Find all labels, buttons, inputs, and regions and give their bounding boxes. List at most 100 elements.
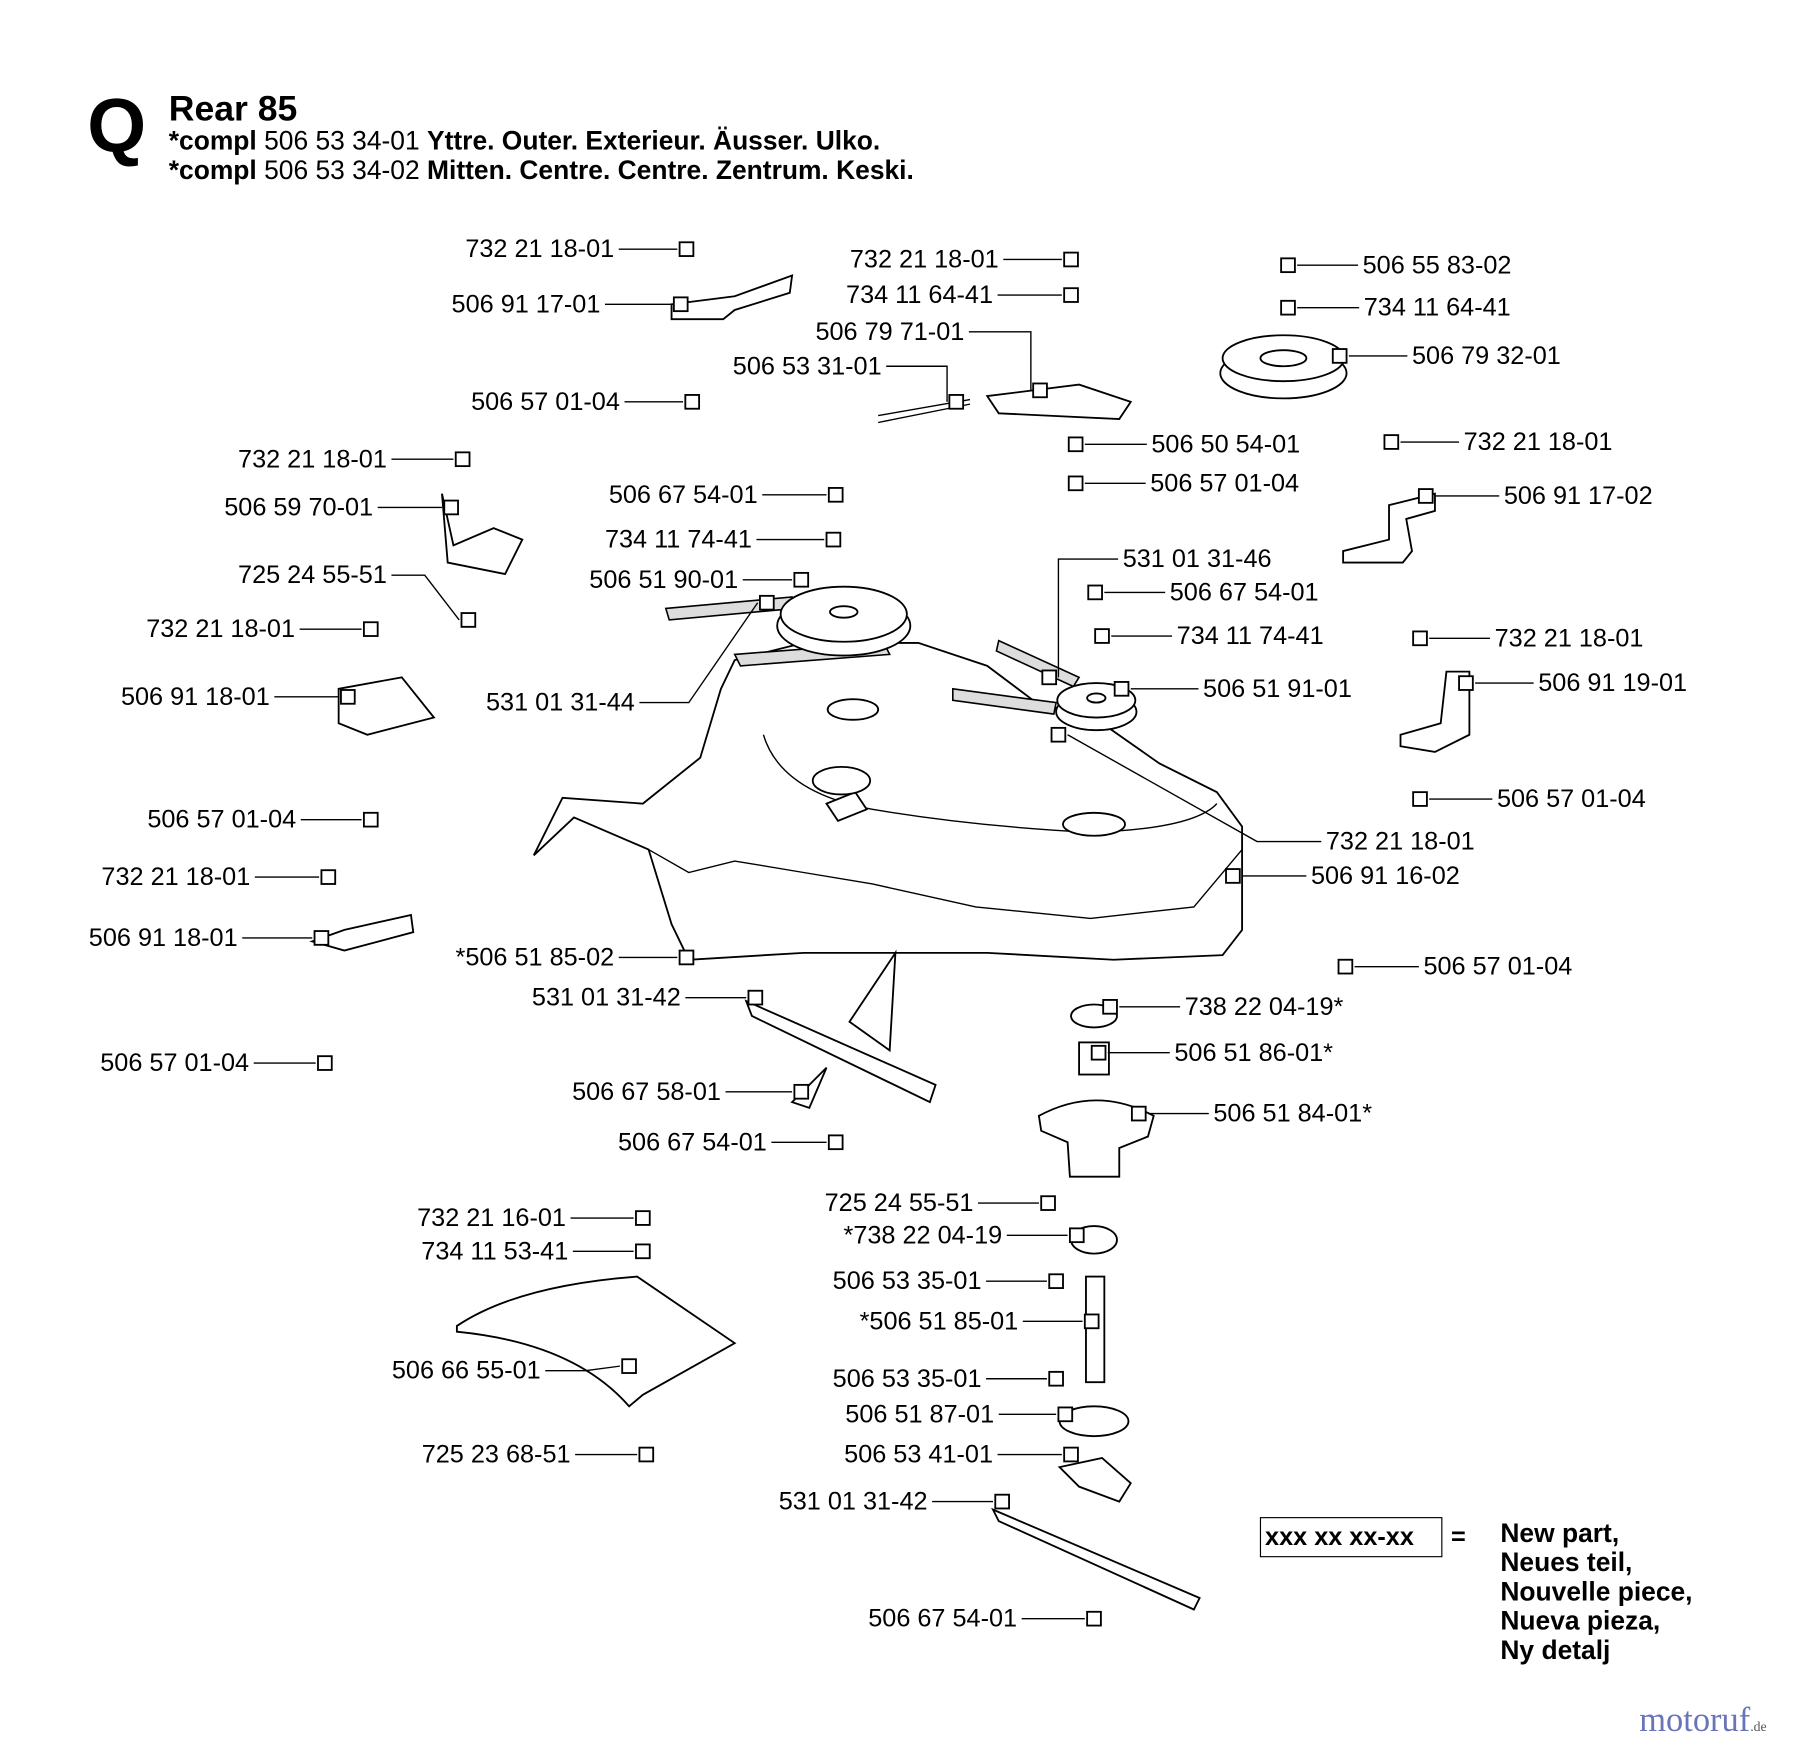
part-number-label[interactable]: 506 57 01-04 xyxy=(1423,953,1572,981)
part-number-label[interactable]: 506 51 90-01 xyxy=(589,566,738,594)
hardware-part xyxy=(1063,287,1079,303)
part-number-label[interactable]: 506 91 18-01 xyxy=(89,924,238,952)
hardware-part xyxy=(340,689,356,705)
hardware-part xyxy=(1067,475,1084,492)
part-number-label[interactable]: 506 67 58-01 xyxy=(572,1078,721,1106)
part-number-label[interactable]: 734 11 53-41 xyxy=(421,1237,568,1265)
deck-hole xyxy=(826,698,880,721)
hardware-part xyxy=(454,451,471,468)
part-number-label[interactable]: 506 57 01-04 xyxy=(100,1049,249,1077)
part-number-label[interactable]: 506 57 01-04 xyxy=(1497,785,1646,813)
part-number-label[interactable]: 734 11 64-41 xyxy=(1364,294,1511,322)
part-number-label[interactable]: *506 51 85-01 xyxy=(860,1307,1019,1335)
part-number-label[interactable]: 506 57 01-04 xyxy=(147,806,296,834)
part-number-label[interactable]: 732 21 18-01 xyxy=(1495,624,1644,652)
part-number-label[interactable]: 506 53 41-01 xyxy=(844,1441,993,1469)
hardware-part xyxy=(1040,1195,1056,1211)
leader-line xyxy=(1057,558,1119,678)
hardware-part xyxy=(994,1493,1010,1510)
part-number-label[interactable]: 734 11 64-41 xyxy=(846,281,993,309)
blade xyxy=(744,949,937,1109)
new-part-meaning: Ny detalj xyxy=(1500,1635,1610,1665)
part-number-label[interactable]: 732 21 18-01 xyxy=(146,615,295,643)
part-number-label[interactable]: 738 22 04-19* xyxy=(1185,993,1344,1021)
hardware-part xyxy=(1048,1273,1064,1289)
hardware-part xyxy=(635,1243,651,1260)
hardware-part xyxy=(1083,1313,1100,1330)
part-number-label[interactable]: 732 21 16-01 xyxy=(417,1204,566,1232)
part-number-label[interactable]: 506 57 01-04 xyxy=(471,388,620,416)
part-number-label[interactable]: 732 21 18-01 xyxy=(465,235,614,263)
hardware-part xyxy=(1130,1105,1147,1122)
part-number-label[interactable]: 506 67 54-01 xyxy=(1170,578,1319,606)
part-number-label[interactable]: 531 01 31-44 xyxy=(486,689,635,717)
part-number-label[interactable]: 506 91 17-01 xyxy=(452,290,601,318)
hardware-part xyxy=(1041,669,1058,686)
part-number-label[interactable]: 506 51 87-01 xyxy=(845,1400,994,1428)
part-number-label[interactable]: 506 67 54-01 xyxy=(609,481,758,509)
part-number-label[interactable]: 506 55 83-02 xyxy=(1363,251,1512,279)
hardware-part xyxy=(1102,999,1118,1015)
part-number-label[interactable]: 725 24 55-51 xyxy=(238,561,387,589)
part-number-label[interactable]: 506 59 70-01 xyxy=(224,493,373,521)
part-number-label[interactable]: 506 53 35-01 xyxy=(833,1267,982,1295)
hardware-part xyxy=(1032,382,1048,399)
part-number-label[interactable]: 506 53 31-01 xyxy=(733,352,882,380)
part-number-label[interactable]: 506 66 55-01 xyxy=(392,1357,541,1385)
hardware-part xyxy=(1087,584,1103,601)
part-number-label[interactable]: 506 79 71-01 xyxy=(815,318,964,346)
compl-prefix: *compl xyxy=(169,125,257,155)
part-number-label[interactable]: 734 11 74-41 xyxy=(605,526,752,554)
hardware-part xyxy=(825,531,842,548)
compl-prefix: *compl xyxy=(169,155,257,185)
part-number-label[interactable]: 506 91 18-01 xyxy=(121,683,270,711)
new-part-meaning: New part, xyxy=(1500,1518,1619,1548)
hardware-part xyxy=(1067,436,1084,453)
part-number-label[interactable]: 506 51 86-01* xyxy=(1174,1039,1333,1067)
part-number-label[interactable]: 506 91 16-02 xyxy=(1311,862,1460,890)
hardware-part xyxy=(443,499,459,516)
part-number-label[interactable]: 506 79 32-01 xyxy=(1412,342,1561,370)
section-letter: Q xyxy=(87,84,146,169)
part-number-label[interactable]: 732 21 18-01 xyxy=(850,246,999,274)
hardware-part xyxy=(317,1055,333,1071)
leader-line xyxy=(545,1365,620,1372)
hardware-part xyxy=(1090,1044,1107,1061)
part-number-label[interactable]: 531 01 31-42 xyxy=(779,1488,928,1516)
part-number-label[interactable]: *738 22 04-19 xyxy=(844,1221,1003,1249)
new-part-legend-meanings: New part,Neues teil,Nouvelle piece,Nueva… xyxy=(1500,1518,1692,1665)
hardware-part xyxy=(1063,251,1079,268)
hardware-part xyxy=(759,594,775,611)
watermark-logo: motoruf.de xyxy=(1639,1701,1766,1739)
part-number-label[interactable]: 506 57 01-04 xyxy=(1150,469,1299,497)
new-part-meaning: Nouvelle piece, xyxy=(1500,1576,1692,1606)
part-number-label[interactable]: 506 91 17-02 xyxy=(1504,482,1653,510)
part-labels: 732 21 18-01 506 91 17-01 506 57 01-04 732 … xyxy=(89,235,1687,1633)
hardware-part xyxy=(684,394,701,410)
part-number-label[interactable]: 506 67 54-01 xyxy=(868,1605,1017,1633)
part-number-label[interactable]: 506 50 54-01 xyxy=(1151,430,1300,458)
part-number-label[interactable]: 732 21 18-01 xyxy=(1326,828,1475,856)
leader-line xyxy=(886,365,948,402)
part-number-label[interactable]: 732 21 18-01 xyxy=(1464,428,1613,456)
part-number-label[interactable]: 732 21 18-01 xyxy=(238,445,387,473)
part-number-label[interactable]: 531 01 31-46 xyxy=(1123,545,1272,573)
compl-part: 506 53 34-02 xyxy=(264,155,420,185)
part-number-label[interactable]: 734 11 74-41 xyxy=(1177,622,1324,650)
hardware-part xyxy=(1225,868,1241,884)
part-number-label[interactable]: 531 01 31-42 xyxy=(532,984,681,1012)
part-number-label[interactable]: 506 51 91-01 xyxy=(1203,675,1352,703)
part-number-label[interactable]: 725 23 68-51 xyxy=(422,1441,571,1469)
part-number-label[interactable]: 506 91 19-01 xyxy=(1538,669,1687,697)
part-number-label[interactable]: 725 24 55-51 xyxy=(825,1189,974,1217)
part-number-label[interactable]: 506 53 35-01 xyxy=(833,1365,982,1393)
hardware-part xyxy=(1383,434,1400,450)
hardware-part xyxy=(362,621,379,637)
bracket xyxy=(309,274,1471,952)
part-number-label[interactable]: *506 51 85-02 xyxy=(456,943,615,971)
part-number-label[interactable]: 506 51 84-01* xyxy=(1213,1100,1372,1128)
hardware-part xyxy=(320,869,337,885)
part-number-label[interactable]: 732 21 18-01 xyxy=(101,863,250,891)
part-number-label[interactable]: 506 67 54-01 xyxy=(618,1128,767,1156)
